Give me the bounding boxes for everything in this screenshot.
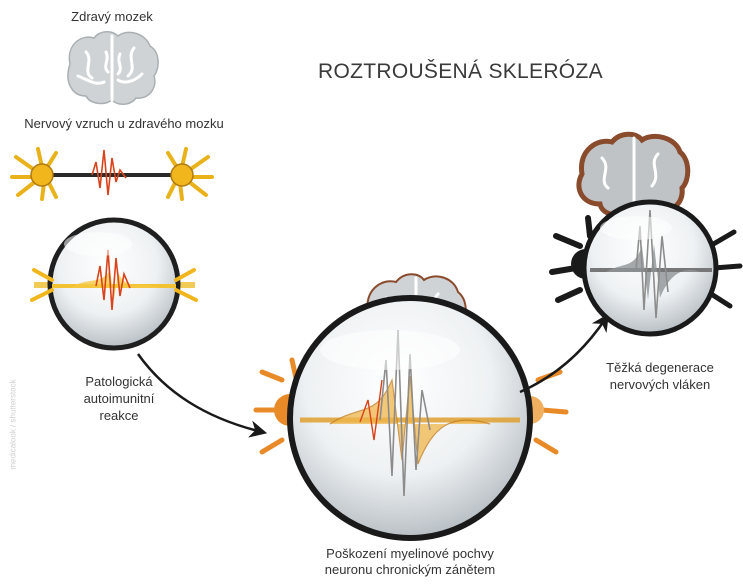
healthy-neuron-pair-icon (12, 149, 212, 199)
label-autoimmune-line3: reakce (74, 407, 164, 424)
damage-lens (256, 298, 566, 538)
label-healthy-impulse: Nervový vzruch u zdravého mozku (4, 115, 244, 132)
page-title: ROZTROUŠENÁ SKLERÓZA (318, 60, 603, 84)
arrow-to-degeneration (520, 318, 606, 392)
label-severe-line2: nervových vláken (600, 376, 720, 393)
watermark: medicalook / shutterstock (9, 360, 18, 490)
label-severe-line1: Těžká degenerace (600, 359, 720, 376)
label-healthy-brain: Zdravý mozek (52, 8, 172, 25)
label-autoimmune-line2: autoimunitní (74, 390, 164, 407)
healthy-impulse-lens (32, 220, 196, 348)
label-autoimmune-line1: Patologická (74, 373, 164, 390)
healthy-brain-icon (68, 32, 158, 105)
label-damage-line1: Poškození myelinové pochvy (300, 545, 520, 562)
label-damage-line2: neuronu chronickým zánětem (300, 561, 520, 578)
degeneration-lens (552, 202, 740, 334)
